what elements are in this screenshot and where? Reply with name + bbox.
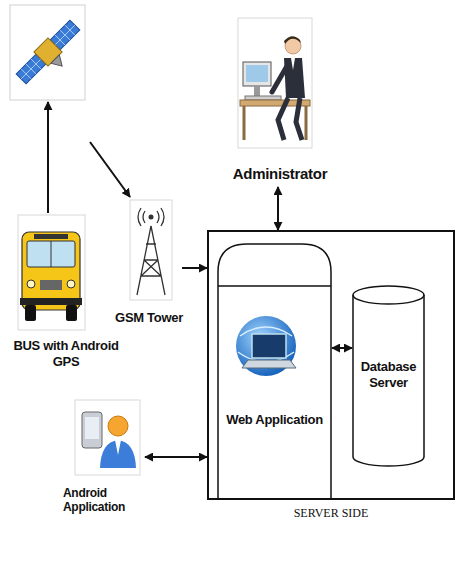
gsm-tower-icon	[130, 200, 172, 300]
person-shirt	[291, 58, 295, 70]
database-rim	[353, 295, 424, 304]
icon-frame	[10, 5, 85, 100]
bus-headlight	[67, 280, 75, 288]
person-collar	[115, 440, 121, 455]
web-application-outline	[217, 242, 332, 500]
icon-frame	[238, 18, 312, 148]
antenna	[149, 215, 154, 220]
globe	[236, 316, 296, 376]
bus-bumper	[20, 298, 82, 305]
signal-waves	[138, 208, 164, 226]
person-hair	[284, 36, 301, 44]
laptop-screen	[252, 334, 286, 358]
person-head	[108, 416, 128, 436]
monitor-screen	[246, 65, 268, 82]
satellite-dish	[51, 55, 67, 71]
bus-wheel	[66, 305, 77, 321]
person-arm	[272, 66, 287, 92]
node-label: Android Application	[63, 486, 145, 515]
web-application-divider	[218, 285, 331, 287]
bus-sign	[34, 234, 68, 239]
group-caption: SERVER SIDE	[209, 506, 453, 520]
tower-lattice	[137, 226, 165, 295]
bus-grille	[40, 280, 62, 290]
android-app-icon	[75, 400, 140, 475]
bus-wheel	[25, 305, 36, 321]
connector-arrow	[145, 456, 207, 458]
person-body	[100, 440, 136, 468]
downlink-arrow	[90, 142, 130, 197]
monitor-stand	[254, 86, 260, 96]
bus-icon	[18, 215, 85, 330]
node-label: BUS with Android GPS	[5, 338, 127, 369]
monitor	[243, 62, 271, 86]
node-label: Web Application	[217, 412, 332, 428]
web-application-box: Web Application	[217, 242, 332, 500]
web-application-frame	[218, 244, 331, 499]
connector-arrow	[332, 347, 352, 349]
keyboard	[245, 96, 281, 100]
icon-node: GSM Tower	[116, 198, 182, 328]
icon-node: Android Application	[63, 398, 145, 528]
icon-node: BUS with Android GPS	[5, 212, 127, 372]
bus-windshield	[27, 241, 75, 267]
laptop-base	[242, 360, 296, 368]
uplink-arrow	[47, 102, 49, 213]
satellite-body	[14, 18, 89, 93]
database-cylinder: Database Server	[352, 285, 425, 467]
node-label: Database Server	[352, 359, 425, 390]
bus-window-frame	[51, 241, 52, 267]
icon-frame	[130, 200, 172, 300]
satellite-icon	[10, 5, 89, 100]
database-body	[353, 286, 424, 466]
administrator-icon	[238, 18, 312, 148]
phone	[82, 412, 102, 448]
server-box: Web ApplicationDatabase ServerSERVER SID…	[207, 230, 455, 500]
connector-arrow	[182, 267, 207, 269]
bus-headlight	[27, 280, 35, 288]
icon-frame	[18, 215, 85, 330]
icon-frame	[75, 400, 140, 475]
panel-grid	[16, 20, 80, 84]
connector-arrow	[277, 187, 279, 230]
phone-screen	[85, 417, 99, 439]
person-legs	[278, 98, 302, 140]
node-label: GSM Tower	[104, 310, 194, 326]
globe-arcs	[238, 327, 294, 362]
node-label: Administrator	[225, 165, 335, 183]
icon-node: Administrator	[225, 15, 335, 187]
web-icon	[236, 316, 296, 376]
